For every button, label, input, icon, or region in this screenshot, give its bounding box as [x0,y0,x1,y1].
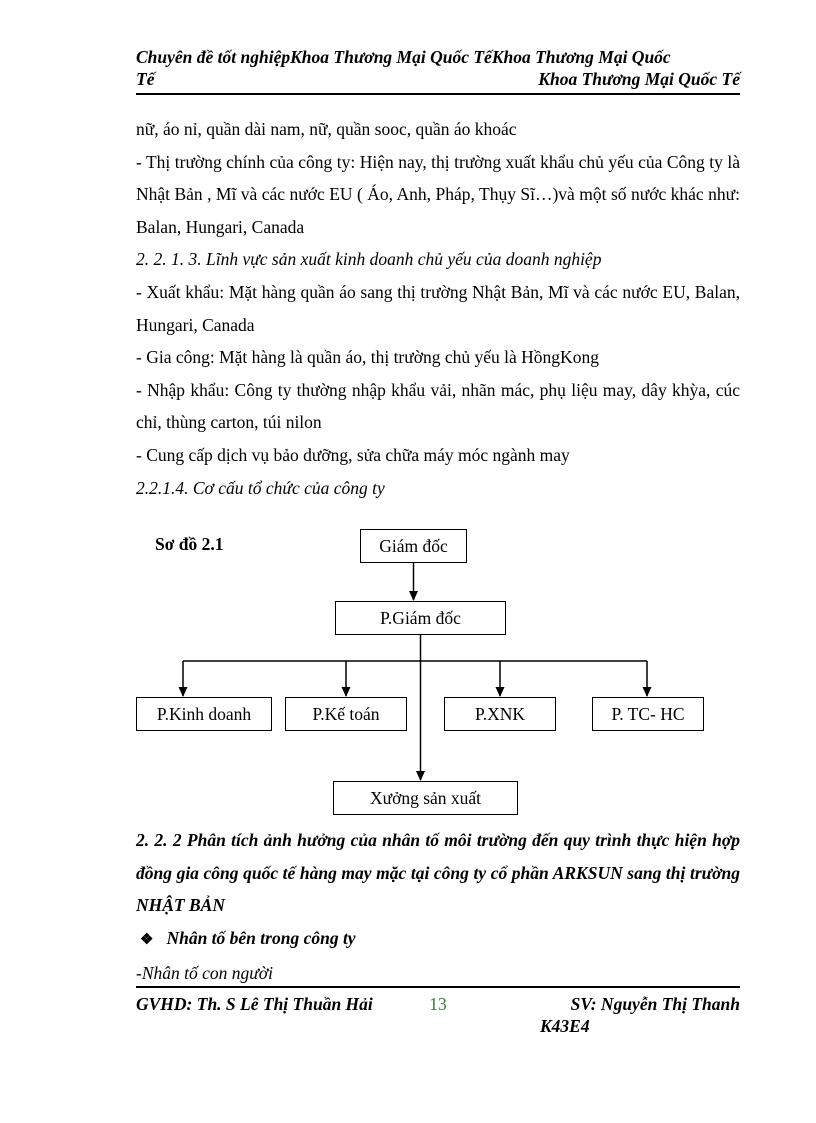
org-box-import-export-dept: P.XNK [444,697,556,732]
org-box-admin-dept: P. TC- HC [592,697,704,732]
org-box-accounting-dept: P.Kế toán [285,697,407,732]
arrow-down-icon [416,771,425,782]
paragraph-export: - Xuất khẩu: Mặt hàng quần áo sang thị t… [136,281,740,335]
paragraph-processing: - Gia công: Mặt hàng là quần áo, thị trư… [136,347,599,368]
bullet-item-label: Nhân tố bên trong công ty [166,927,356,948]
paragraph-services: - Cung cấp dịch vụ bảo dưỡng, sửa chữa m… [136,444,570,465]
arrow-down-icon [495,687,505,698]
header-title-wrap: Tế [136,69,155,89]
heading-2-2-1-3: 2. 2. 1. 3. Lĩnh vực sản xuất kinh doanh… [136,249,602,270]
heading-2-2-1-4: 2.2.1.4. Cơ cấu tổ chức của công ty [136,477,385,498]
org-chart-connectors [178,563,652,782]
arrow-down-icon [409,591,418,602]
arrow-down-icon [642,687,652,698]
page-header: Chuyên đề tốt nghiệpKhoa Thương Mại Quốc… [136,46,740,95]
org-chart: Sơ đồ 2.1 Giám đốc P.Giám đốc P.Kinh doa… [136,504,740,824]
paragraph-import: - Nhập khẩu: Công ty thường nhập khẩu vả… [136,379,740,433]
header-right-text: Khoa Thương Mại Quốc Tế [538,69,740,89]
bullet-item-internal-factors: ❖ Nhân tố bên trong công ty [136,922,740,957]
diamond-bullet-icon: ❖ [140,931,154,948]
header-title: Chuyên đề tốt nghiệpKhoa Thương Mại Quốc… [136,47,671,67]
org-box-vice-director: P.Giám đốc [335,601,506,636]
org-box-director: Giám đốc [360,529,467,564]
header-line2: Tế Khoa Thương Mại Quốc Tế [136,68,740,90]
footer-content: GVHD: Th. S Lê Thị Thuần Hải SV: Nguyễn … [136,988,740,1037]
heading-2-2-2: 2. 2. 2 Phân tích ảnh hưởng của nhân tố … [136,830,740,916]
page-footer: GVHD: Th. S Lê Thị Thuần Hải SV: Nguyễn … [136,986,740,1037]
org-box-production-workshop: Xưởng sản xuất [333,781,518,816]
header-divider [136,93,740,95]
page-number: 13 [429,994,447,1014]
footer-divider [136,986,740,988]
diagram-caption: Sơ đồ 2.1 [155,534,224,555]
footer-student: SV: Nguyễn Thị Thanh [570,994,740,1014]
footer-student-class: K43E4 [540,1016,590,1036]
paragraph-main-markets: - Thị trường chính của công ty: Hiện nay… [136,151,740,237]
arrow-down-icon [341,687,351,698]
arrow-down-icon [178,687,188,698]
paragraph-products: nữ, áo nỉ, quần dài nam, nữ, quần sooc, … [136,119,517,139]
footer-row: GVHD: Th. S Lê Thị Thuần Hải SV: Nguyễn … [136,994,740,1015]
sub-item-human-factor: -Nhân tố con người [136,962,274,983]
document-body: nữ, áo nỉ, quần dài nam, nữ, quần sooc, … [136,113,740,989]
footer-advisor: GVHD: Th. S Lê Thị Thuần Hải [136,994,373,1014]
org-box-business-dept: P.Kinh doanh [136,697,272,732]
